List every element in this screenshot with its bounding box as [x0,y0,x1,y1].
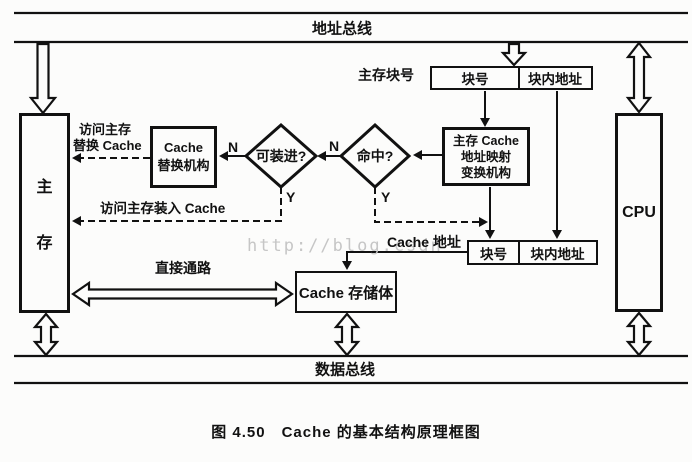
visit-replace-label-2: 替换 Cache [73,138,142,153]
arrowhead-down-icon [480,118,490,127]
cpu-box: CPU [615,113,663,312]
main-memory-label-2: 存 [36,235,53,252]
cache-register-block-cell: 块号 [480,246,507,262]
cache-replace-label-2: 替换机构 [157,158,210,173]
arrowhead-left-icon [72,216,81,226]
hit-yes-dash [374,187,479,223]
main-memory-box: 主 存 [19,113,70,313]
cache-register-offset-cell: 块内地址 [518,242,595,263]
cache-register-label: Cache 地址 [387,234,461,250]
loadable-yes-dash [81,187,282,222]
arrowhead-down-icon [342,261,352,270]
visit-load-label: 访问主存装入 Cache [100,201,226,216]
diamonds [243,122,412,190]
arrowhead-down-icon [485,230,495,239]
cache-body-label: Cache 存储体 [298,284,394,302]
mapping-label-3: 变换机构 [460,165,511,180]
mainmemory-databus-arrow-icon [32,312,60,357]
cache-register: 块号 块内地址 [467,240,598,265]
mm-register-block-cell: 块号 [461,72,489,87]
watermark-text: http://blog.csdn [247,236,443,256]
hollow-arrows [28,41,653,357]
solid-connectors [227,91,558,262]
mm-register-offset-cell: 块内地址 [518,68,590,88]
hit-diamond-shape [338,122,412,190]
cachebody-databus-arrow-icon [333,312,361,357]
hit-diamond-label: 命中? [356,148,394,164]
cache-replace-box: Cache 替换机构 [150,126,217,188]
cache-body-box: Cache 存储体 [295,271,397,313]
cpu-databus-arrow-icon [625,311,653,357]
arrowhead-left-icon [219,151,228,161]
address-bus-label: 地址总线 [311,20,373,38]
bus-to-mainmemory-arrow-icon [28,42,58,115]
dashed-arrowheads [72,153,488,227]
data-bus-label: 数据总线 [314,361,376,379]
y-label-hit: Y [381,189,391,205]
bus-lines [14,11,688,385]
y-label-loadable: Y [286,189,296,205]
figure-caption: 图 4.50 Cache 的基本结构原理框图 [211,424,481,441]
visit-replace-label-1: 访问主存 [79,122,132,137]
n-label-loadable: N [228,139,239,155]
cpu-label: CPU [622,203,656,221]
bus-to-register-arrow-icon [500,42,528,67]
direct-path-arrow-icon [71,280,294,308]
mapping-box: 主存 Cache 地址映射 变换机构 [442,127,530,186]
arrowhead-down-icon [552,230,562,239]
loadable-diamond-shape [243,122,319,190]
n-label-hit: N [329,138,340,154]
loadable-diamond-label: 可装进? [255,148,307,164]
mm-register: 块号 块内地址 [430,66,593,90]
direct-path-label: 直接通路 [155,260,211,276]
arrowhead-left-icon [413,150,422,160]
cpu-addressbus-arrow-icon [625,41,653,114]
mm-register-label: 主存块号 [358,67,414,83]
dashed-connectors [81,157,479,223]
arrowhead-right-icon [479,217,488,227]
solid-arrowheads [219,118,562,270]
mapping-label-2: 地址映射 [460,149,511,164]
mapping-label-1: 主存 Cache [453,133,519,148]
cachereg-to-cachebody-line [346,251,467,262]
arrowhead-left-icon [317,151,326,161]
main-memory-label-1: 主 [36,179,53,196]
arrowhead-left-icon [72,153,81,163]
cache-replace-label-1: Cache [163,140,204,155]
